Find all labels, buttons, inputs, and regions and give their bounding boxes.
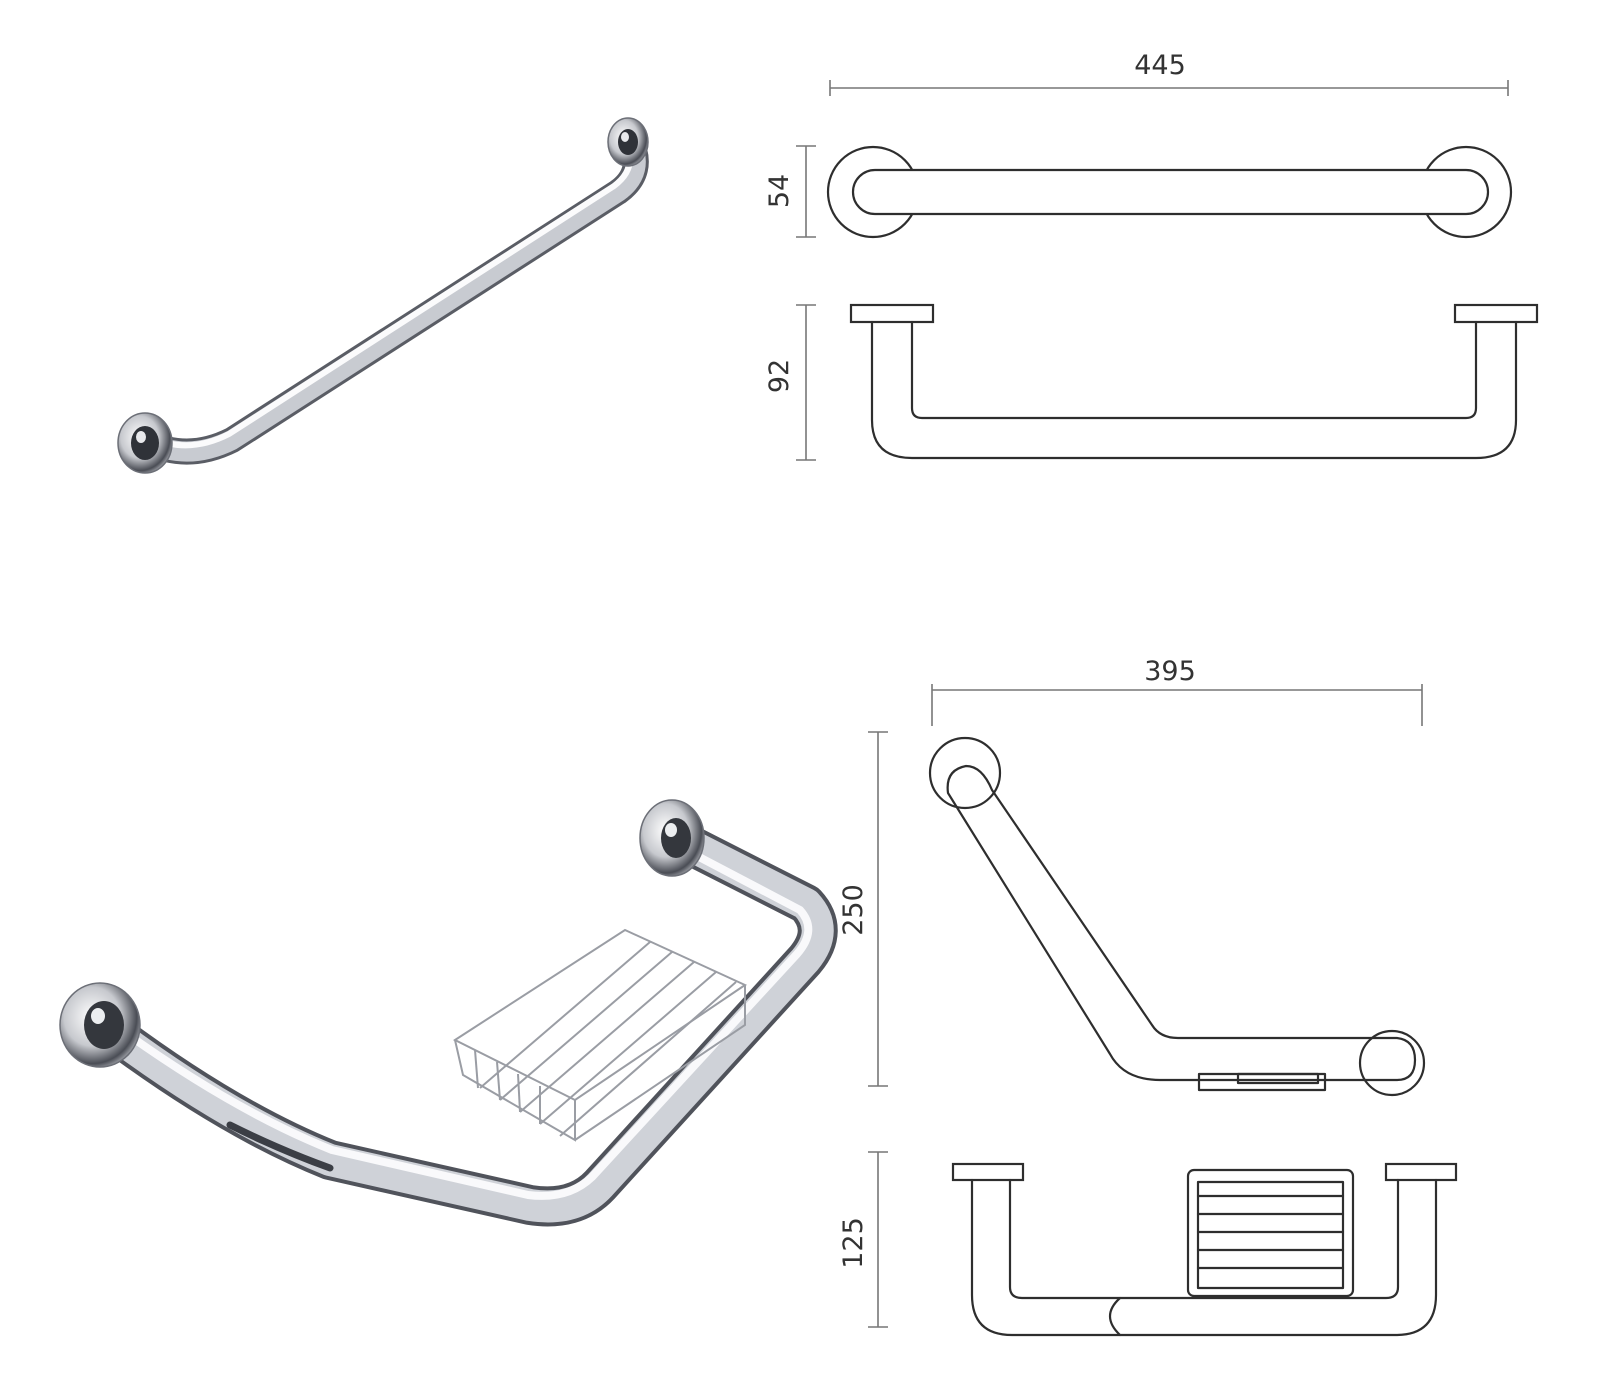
- straight-bar-render: [117, 117, 649, 474]
- bar-end-flange: [639, 799, 705, 877]
- bar-inner-edge: [1008, 1178, 1400, 1300]
- soap-basket: [452, 928, 748, 1142]
- wall-plate-left: [849, 303, 935, 324]
- bar-end-flange: [117, 412, 173, 474]
- bar-tube: [851, 168, 1490, 216]
- bend-marker: [1108, 1296, 1122, 1337]
- straight-bar-side-view: 92: [764, 303, 1539, 461]
- width-label: 445: [1134, 50, 1186, 81]
- angled-bar-plan-view: 125: [838, 1151, 1458, 1337]
- straight-bar-plan-view: 445 54: [764, 50, 1513, 239]
- angled-tube: [946, 764, 1417, 1082]
- bar-end-flange: [607, 117, 649, 167]
- wall-plate-right: [1453, 303, 1539, 324]
- bar-inner-edge: [910, 320, 1478, 420]
- wall-plate-right: [1384, 1162, 1458, 1182]
- angled-bar-render: [59, 799, 838, 1227]
- bar-outer-edge: [970, 1178, 1438, 1337]
- bar-outer-edge: [870, 320, 1518, 460]
- wall-plate-left: [951, 1162, 1025, 1182]
- width-label: 395: [1144, 656, 1196, 687]
- soap-basket-plan: [1186, 1168, 1355, 1298]
- flange-bottom: [1358, 1029, 1426, 1097]
- depth-label: 54: [764, 174, 795, 208]
- flange-top: [928, 736, 1002, 810]
- projection-label: 125: [838, 1217, 869, 1269]
- height-label: 250: [838, 884, 869, 936]
- soap-dish-rim: [1236, 1072, 1320, 1085]
- projection-label: 92: [764, 359, 795, 393]
- bar-end-flange: [59, 982, 141, 1068]
- angled-bar-front-view: 395 250: [838, 656, 1426, 1097]
